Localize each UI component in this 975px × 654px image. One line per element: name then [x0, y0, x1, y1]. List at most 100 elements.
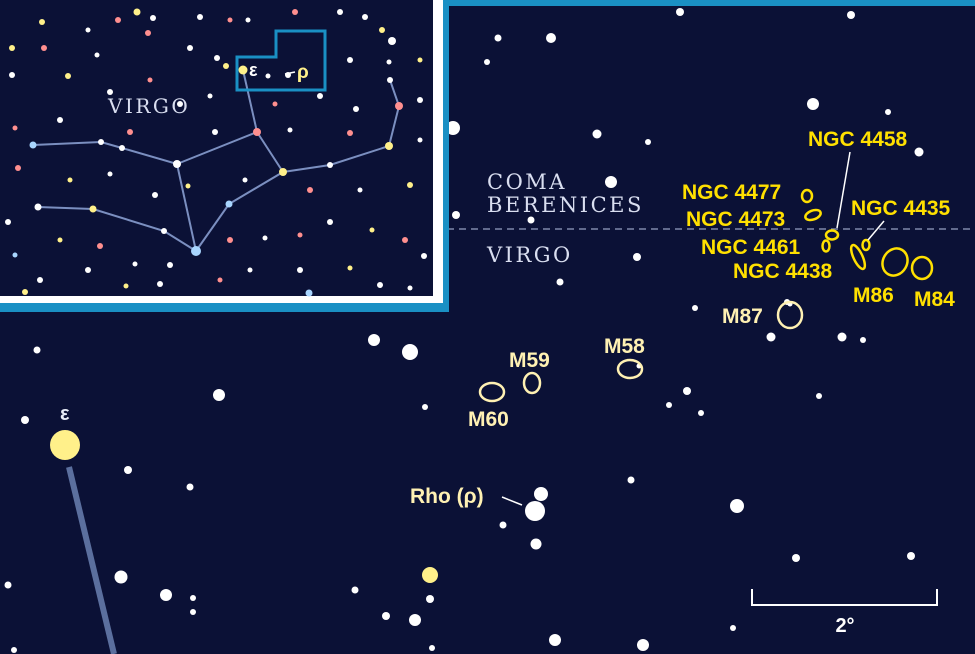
main-top-border [449, 0, 975, 6]
inset-epsilon-label: ε [249, 60, 258, 80]
star [683, 387, 691, 395]
inset-star [57, 117, 63, 123]
star [527, 216, 535, 224]
inset-star [327, 219, 333, 225]
inset-star [417, 97, 423, 103]
star [422, 404, 428, 410]
star [766, 332, 776, 342]
inset-star [305, 289, 313, 297]
star [792, 554, 800, 562]
inset-star [214, 55, 220, 61]
inset-star [34, 203, 42, 211]
ngc-4473-ellipse [804, 208, 822, 222]
inset-star [152, 192, 158, 198]
inset-star [94, 52, 100, 58]
rho-leader [501, 496, 523, 506]
inset-star [173, 160, 181, 168]
star [351, 586, 359, 594]
star [627, 476, 635, 484]
star [402, 344, 418, 360]
star [426, 595, 434, 603]
star [556, 278, 564, 286]
inset-star [227, 237, 233, 243]
star [914, 147, 924, 157]
inset-rho-leader [284, 71, 296, 75]
star [494, 34, 502, 42]
m84-label: M84 [914, 288, 955, 311]
star [592, 129, 602, 139]
inset-star [187, 45, 193, 51]
inset-star [379, 27, 385, 33]
inset-star [157, 281, 163, 287]
inset-virgo-label: VIRGO [107, 94, 190, 118]
inset-star [297, 267, 303, 273]
inset-star [41, 45, 47, 51]
star [409, 614, 421, 626]
m84-ellipse [910, 255, 934, 281]
inset-star [39, 19, 45, 25]
inset-star [217, 277, 223, 283]
ngc-4461-label: NGC 4461 [701, 236, 801, 259]
star [446, 121, 460, 135]
inset-star [185, 183, 191, 189]
inset-star [292, 9, 298, 15]
star [860, 337, 866, 343]
star [698, 410, 704, 416]
inset-star [123, 283, 129, 289]
m58-ellipse [616, 358, 644, 380]
inset-star [191, 246, 201, 256]
inset-star [327, 162, 333, 168]
m87-label: M87 [722, 305, 763, 328]
inset-star [9, 72, 15, 78]
inset-star [385, 142, 393, 150]
inset-star [177, 101, 183, 107]
inset-star [197, 14, 203, 20]
star [4, 581, 12, 589]
inset-star [132, 261, 138, 267]
inset-star [133, 8, 141, 16]
inset-constellation-segment [195, 131, 285, 252]
star [666, 402, 672, 408]
inset-star [147, 77, 153, 83]
star [525, 501, 545, 521]
inset-star [22, 289, 28, 295]
inset-star [29, 141, 37, 149]
inset-star [417, 57, 423, 63]
star [213, 389, 225, 401]
star [534, 487, 548, 501]
inset-star [386, 59, 392, 65]
inset-map: VIRGO ε ρ [0, 0, 975, 312]
inset-star [369, 227, 375, 233]
star [11, 647, 17, 653]
inset-star [97, 243, 103, 249]
ngc-4435-leader [867, 220, 885, 241]
scale-bar-label: 2° [835, 615, 854, 637]
star [605, 176, 617, 188]
inset-highlight-box [235, 29, 327, 92]
inset-star [317, 93, 323, 99]
inset-star [407, 182, 413, 188]
inset-star [238, 65, 248, 75]
ngc-4458-leader [836, 151, 851, 229]
inset-star [387, 77, 393, 83]
inset-star [119, 145, 125, 151]
star [847, 11, 855, 19]
inset-star [12, 252, 18, 258]
star [190, 609, 196, 615]
inset-star [402, 237, 408, 243]
inset-star [407, 285, 413, 291]
star [633, 253, 641, 261]
star [637, 639, 649, 651]
star [21, 416, 29, 424]
inset-star [377, 282, 383, 288]
star [160, 589, 172, 601]
inset-star [167, 262, 173, 268]
star [186, 483, 194, 491]
inset-star [37, 277, 43, 283]
inset-star [9, 45, 15, 51]
ngc-4461-ellipse [821, 239, 831, 253]
m59-ellipse [522, 371, 542, 395]
star [730, 499, 744, 513]
star [730, 625, 736, 631]
star [368, 334, 380, 346]
